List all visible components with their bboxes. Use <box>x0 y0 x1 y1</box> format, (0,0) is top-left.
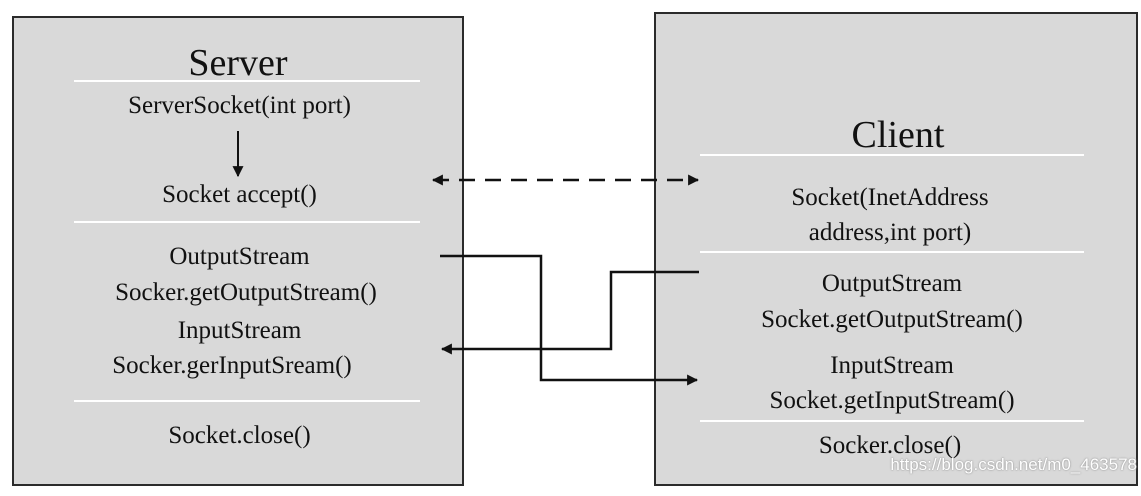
server-title: Server <box>188 42 288 84</box>
client-divider-socket <box>700 251 1084 253</box>
client-divider-title <box>700 154 1084 156</box>
watermark: https://blog.csdn.net/m0_463578 <box>890 455 1137 474</box>
server-close: Socket.close() <box>168 422 311 449</box>
client-input-stream-type: InputStream <box>830 352 954 379</box>
client-output-to-server-input-arrow <box>440 270 699 355</box>
client-input-stream-call: Socket.getInputStream() <box>769 387 1015 414</box>
server-output-to-client-input-arrow <box>440 254 699 386</box>
server-divider-title <box>74 80 420 82</box>
server-socket-constructor: ServerSocket(int port) <box>128 92 351 119</box>
server-output-stream-type: OutputStream <box>169 243 310 270</box>
server-accept: Socket accept() <box>162 181 317 208</box>
client-divider-input <box>700 420 1084 422</box>
client-socket-constructor-line2: address,int port) <box>808 219 972 246</box>
client-close: Socker.close() <box>818 432 962 459</box>
server-input-stream-call: Socker.gerInputSream() <box>112 352 352 379</box>
server-box: Server ServerSocket(int port) Socket acc… <box>12 16 464 486</box>
server-output-stream-call: Socker.getOutputStream() <box>115 279 377 306</box>
server-divider-close <box>74 400 420 402</box>
server-input-stream-type: InputStream <box>177 317 302 344</box>
server-divider-accept <box>74 221 420 223</box>
client-socket-constructor-line1: Socket(InetAddress <box>791 184 989 211</box>
client-box: Client Socket(InetAddress address,int po… <box>654 12 1138 486</box>
client-output-stream-type: OutputStream <box>821 270 963 297</box>
client-title: Client <box>851 114 945 156</box>
client-output-stream-call: Socket.getOutputStream() <box>761 306 1023 333</box>
